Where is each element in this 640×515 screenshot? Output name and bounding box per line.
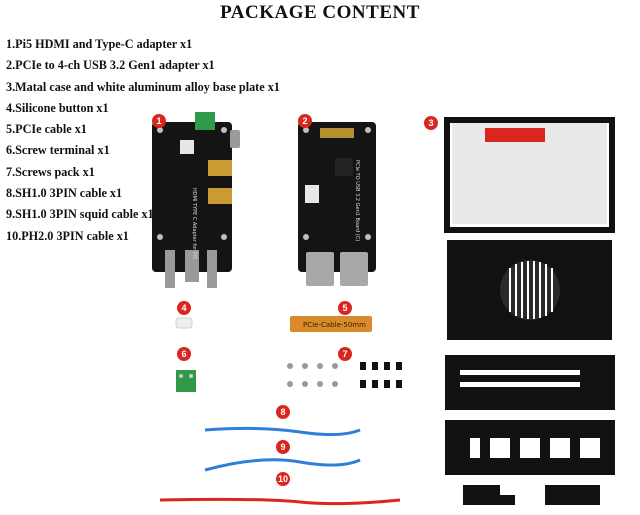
list-item: 8.SH1.0 3PIN cable x1 [6,186,123,201]
list-item: 3.Matal case and white aluminum alloy ba… [6,79,280,94]
list-item: 9.SH1.0 3PIN squid cable x1 [6,207,154,222]
badge-7: 7 [338,347,352,361]
metal-case-parts [444,117,615,505]
list-item: 4.Silicone button x1 [6,100,109,115]
badge-6: 6 [177,347,191,361]
list-item: 1.Pi5 HDMI and Type-C adapter x1 [6,37,193,51]
board-2-label: PCIe TO USB 3.2 Gen1 Board (C) [354,160,360,241]
badge-4: 4 [177,301,191,315]
badge-2: 2 [298,114,312,128]
list-item: 6.Screw terminal x1 [6,143,110,158]
screw-terminal [176,370,196,392]
ph2-3pin-cable [159,497,401,506]
badge-1: 1 [152,114,166,128]
badge-5: 5 [338,301,352,315]
list-item: 10.PH2.0 3PIN cable x1 [6,228,129,243]
silicone-button [175,317,193,329]
list-item: 5.PCIe cable x1 [6,122,87,137]
pcie-flex-cable: PCIe-Cable-50mm [290,316,372,332]
board-1-label: HDMI TYPE C Adapter for Pi5 [191,188,197,259]
package-item-list: 1.Pi5 HDMI and Type-C adapter x1 2.PCIe … [6,34,280,247]
screws-pack [287,362,402,388]
cable-label: PCIe-Cable-50mm [303,321,366,329]
hdmi-typec-adapter-board: HDMI TYPE C Adapter for Pi5 [152,112,240,288]
sh1-3pin-squid-cable [204,458,361,472]
badge-9: 9 [276,440,290,454]
sh1-3pin-cable [204,426,361,437]
badge-3: 3 [424,116,438,130]
badge-10: 10 [276,472,290,486]
pcie-usb-adapter-board: PCIe TO USB 3.2 Gen1 Board (C) [298,122,376,286]
list-item: 2.PCIe to 4-ch USB 3.2 Gen1 adapter x1 [6,58,215,73]
list-item: 7.Screws pack x1 [6,164,95,179]
page-title: PACKAGE CONTENT [220,2,420,23]
badge-8: 8 [276,405,290,419]
